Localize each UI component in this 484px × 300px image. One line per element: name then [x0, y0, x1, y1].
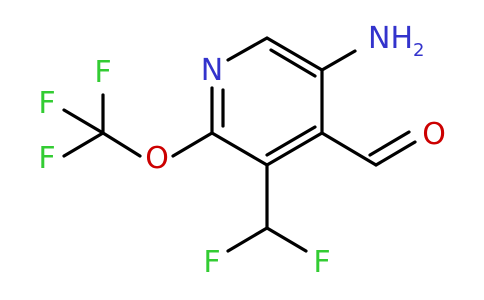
bond-ether-o-cf3	[101, 131, 142, 158]
bond-c6-n1	[226, 36, 269, 62]
bond-c4-cho	[320, 131, 378, 167]
bond-chf2-f-left	[226, 226, 269, 253]
bond-c6-c5-inner	[269, 48, 317, 78]
fluorine-top-label: F	[94, 55, 111, 90]
bond-c5-amine	[320, 49, 357, 72]
bond-c4-c3	[265, 131, 324, 167]
bond-c6-c5	[265, 36, 324, 72]
bond-c2-ether-o	[171, 131, 214, 158]
bond-c4-c3-inner	[265, 125, 317, 157]
aldehyde-oxygen-label: O	[422, 117, 446, 152]
bond-c3-c2	[210, 131, 269, 167]
difluoro-f-right-label: F	[313, 245, 330, 280]
amine-subscript: 2	[413, 40, 424, 61]
fluorine-left-label: F	[38, 86, 55, 121]
bond-cf3-f-bottom	[62, 131, 105, 158]
bond-cf3-f-left	[62, 108, 105, 135]
bond-chf2-f-right	[265, 226, 308, 253]
bond-cho-o-double	[368, 130, 411, 157]
difluoro-f-left-label: F	[203, 245, 220, 280]
ring-nitrogen-label: N	[201, 53, 223, 88]
ether-oxygen-label: O	[145, 141, 169, 176]
bond-cho-o	[374, 140, 417, 167]
amine-label: NH2	[368, 21, 424, 61]
amine-n-label: NH	[368, 21, 413, 56]
fluorine-bottom-label: F	[38, 141, 55, 176]
